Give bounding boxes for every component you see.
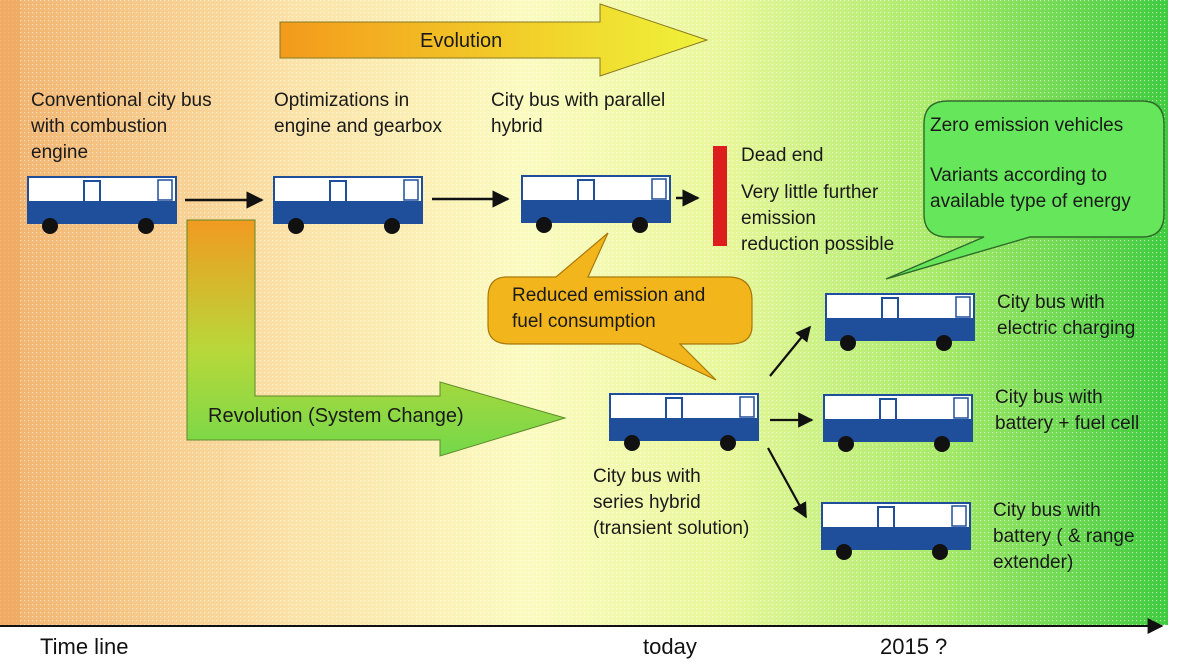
target-electric-label: City bus with electric charging: [997, 292, 1136, 339]
target-fuelcell-label: City bus with battery + fuel cell: [995, 387, 1140, 434]
zero-emission-text: Variants according to available type of …: [930, 165, 1131, 212]
stage-series-label: City bus with series hybrid (transient s…: [593, 466, 750, 539]
stage-optimizations-label: Optimizations in engine and gearbox: [274, 90, 442, 137]
evolution-label: Evolution: [420, 30, 503, 52]
target-battery-label: City bus with battery ( & range extender…: [993, 500, 1135, 573]
revolution-arrow: [186, 219, 567, 457]
reduced-emission-text: Reduced emission and fuel consumption: [512, 285, 706, 332]
zero-emission-callout: [885, 100, 1165, 280]
dead-end-title: Dead end: [741, 145, 824, 166]
timeline-label: Time line: [40, 634, 129, 659]
evolution-arrow: [279, 3, 709, 77]
reduced-emission-callout: [487, 232, 753, 381]
left-timeline-band: [0, 0, 20, 625]
dead-end-text: Very little further emission reduction p…: [741, 182, 895, 255]
flow-arrow-series-to-battery: [767, 447, 807, 519]
flow-arrow-series-to-electric: [769, 325, 811, 377]
zero-emission-title: Zero emission vehicles: [930, 115, 1124, 136]
timeline-today: today: [643, 634, 697, 659]
revolution-label: Revolution (System Change): [208, 405, 464, 427]
timeline-future: 2015 ?: [880, 634, 948, 659]
stage-parallel-label: City bus with parallel hybrid: [491, 90, 666, 137]
dead-end-bar: [713, 146, 727, 246]
stage-conventional-label: Conventional city bus with combustion en…: [31, 90, 212, 163]
